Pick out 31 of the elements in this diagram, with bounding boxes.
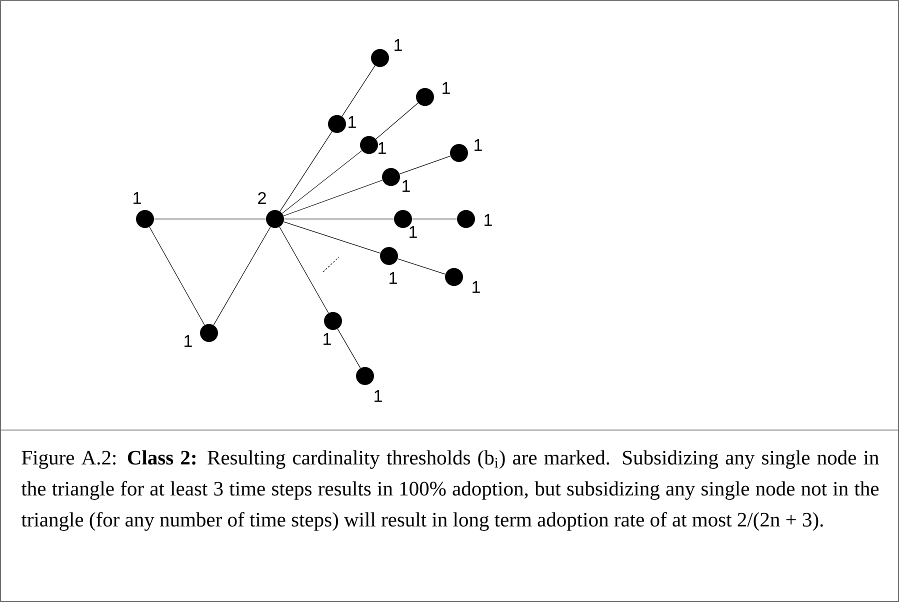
- edge-line: [283, 180, 383, 216]
- threshold-label: 1: [324, 333, 331, 345]
- threshold-label: 1: [134, 192, 141, 204]
- edge-line: [342, 65, 376, 117]
- threshold-label: 2: [258, 192, 266, 204]
- edge-line: [213, 226, 271, 326]
- threshold-label: 1: [184, 335, 192, 347]
- edge-line: [376, 102, 418, 140]
- threshold-label: 1: [390, 272, 397, 284]
- edge-line: [337, 328, 361, 368]
- threshold-label: 1: [472, 281, 480, 293]
- edge-line: [154, 218, 266, 220]
- threshold-label: 1: [348, 116, 356, 128]
- edge-line: [397, 258, 446, 274]
- edge-line: [279, 226, 329, 314]
- edge-line: [280, 131, 332, 212]
- threshold-label: 1: [374, 390, 382, 402]
- edge-line: [412, 218, 458, 220]
- threshold-label: 1: [378, 142, 386, 154]
- threshold-label: 1: [394, 39, 402, 51]
- threshold-label: 1: [410, 226, 417, 238]
- figure-caption: Figure A.2: Class 2: Resulting cardinality thresholds (b$_{i}$) are marked. Subsidizing any single node in the triangle for at least 3 time steps results in 100% adoption, but subsidizing any single node not in the triangle (for any number of time steps) will result in long term adoption rate of at most 2/(2n + 3).: [21, 450, 879, 531]
- threshold-label: 1: [474, 139, 482, 151]
- threshold-label: 1: [442, 82, 450, 94]
- edge-line: [283, 222, 381, 254]
- threshold-label: 1: [402, 180, 410, 192]
- edge-line: [284, 218, 394, 220]
- edge-line: [399, 156, 451, 174]
- edge-line: [149, 226, 205, 326]
- edge-line: [282, 150, 362, 214]
- threshold-label: 1: [484, 214, 492, 226]
